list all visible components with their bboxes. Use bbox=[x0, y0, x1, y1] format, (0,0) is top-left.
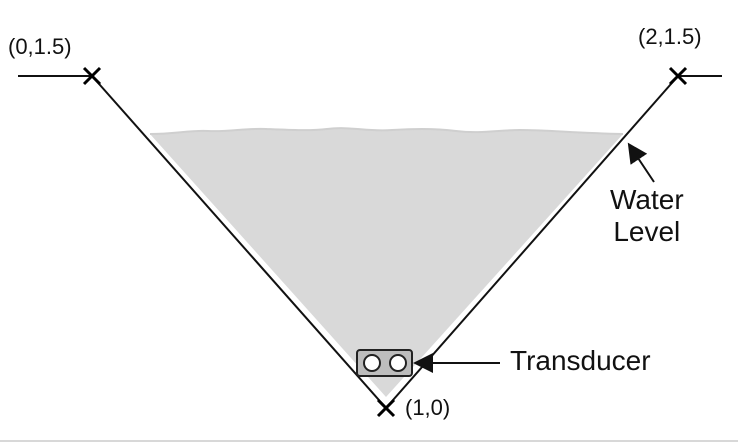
point-label-top-right: (2,1.5) bbox=[638, 24, 702, 49]
channel-left-wall bbox=[91, 75, 387, 409]
water-level-label: Water Level bbox=[610, 184, 684, 248]
point-label-top-left: (0,1.5) bbox=[8, 34, 72, 59]
water-level-line-1: Water bbox=[610, 184, 684, 215]
x-marker-icon bbox=[668, 66, 688, 86]
channel-right-wall bbox=[385, 75, 679, 409]
water-level-arrow bbox=[627, 142, 655, 183]
water-level-line-2: Level bbox=[613, 215, 681, 247]
water-area bbox=[150, 128, 623, 398]
x-marker-icon bbox=[82, 66, 102, 86]
x-marker-icon bbox=[376, 398, 396, 418]
point-label-bottom: (1,0) bbox=[405, 395, 451, 420]
transducer-label: Transducer bbox=[510, 345, 651, 376]
water-surface bbox=[149, 127, 624, 135]
transducer-icon bbox=[356, 349, 413, 377]
